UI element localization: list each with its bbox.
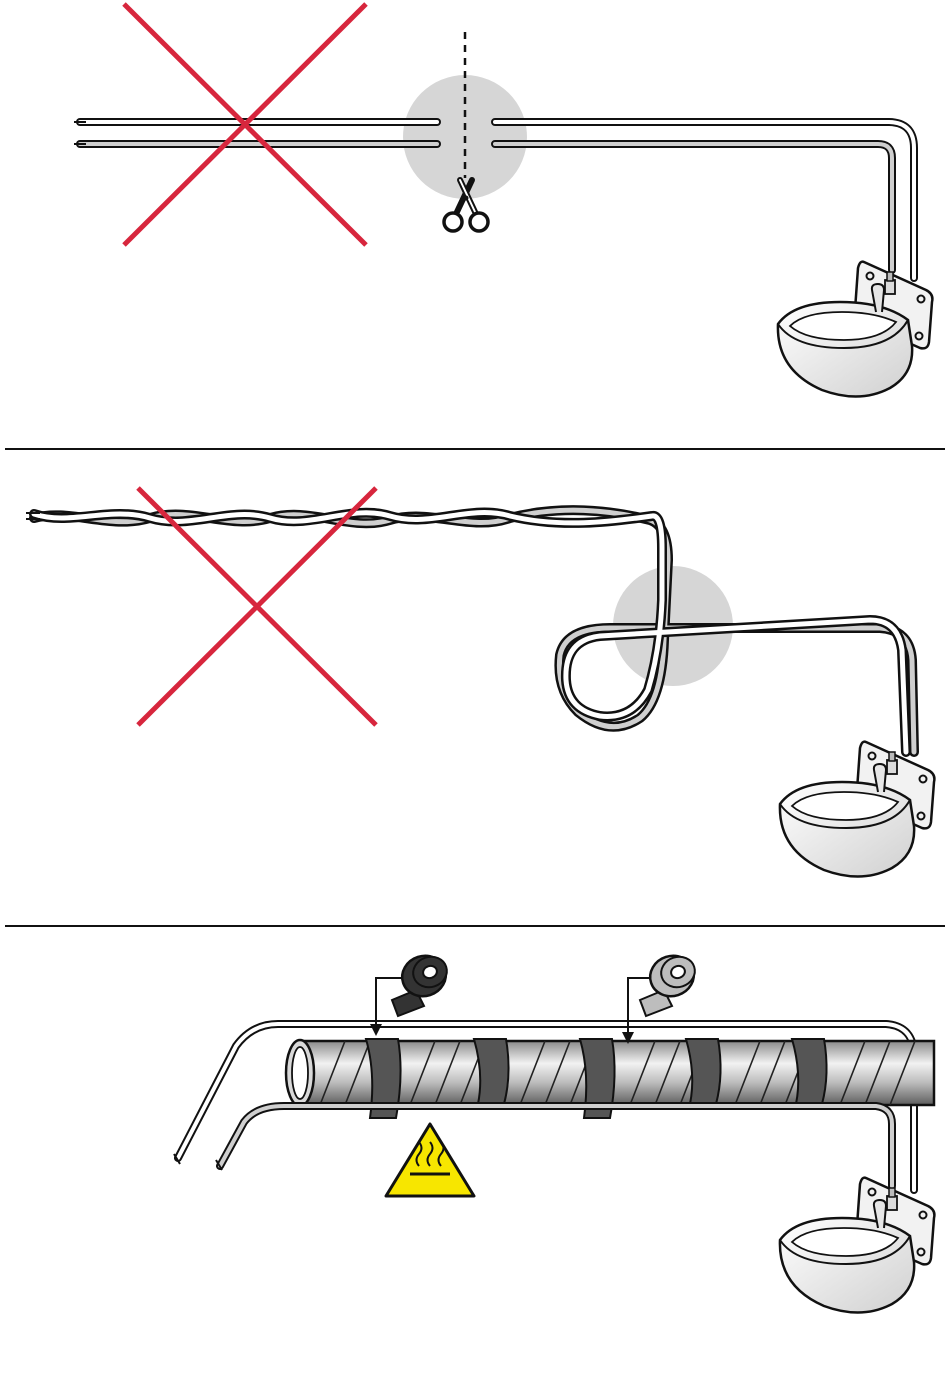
panel-tape-cable-to-pipe xyxy=(174,950,934,1312)
callout-gray-tape xyxy=(622,950,699,1044)
water-bowl-icon xyxy=(778,262,932,397)
tape-roll-black-icon xyxy=(392,950,451,1016)
tape-roll-gray-icon xyxy=(640,950,699,1016)
panel-do-not-cross-cable xyxy=(26,488,934,877)
cable-gray-strand xyxy=(34,510,914,752)
water-bowl-icon xyxy=(780,1178,934,1313)
water-bowl-icon xyxy=(780,742,934,877)
hot-surface-warning-icon xyxy=(386,1124,474,1196)
panel-do-not-cut-cable xyxy=(74,4,932,397)
cable-to-bowl xyxy=(495,122,914,278)
cable-gray-bottom xyxy=(220,1106,892,1186)
